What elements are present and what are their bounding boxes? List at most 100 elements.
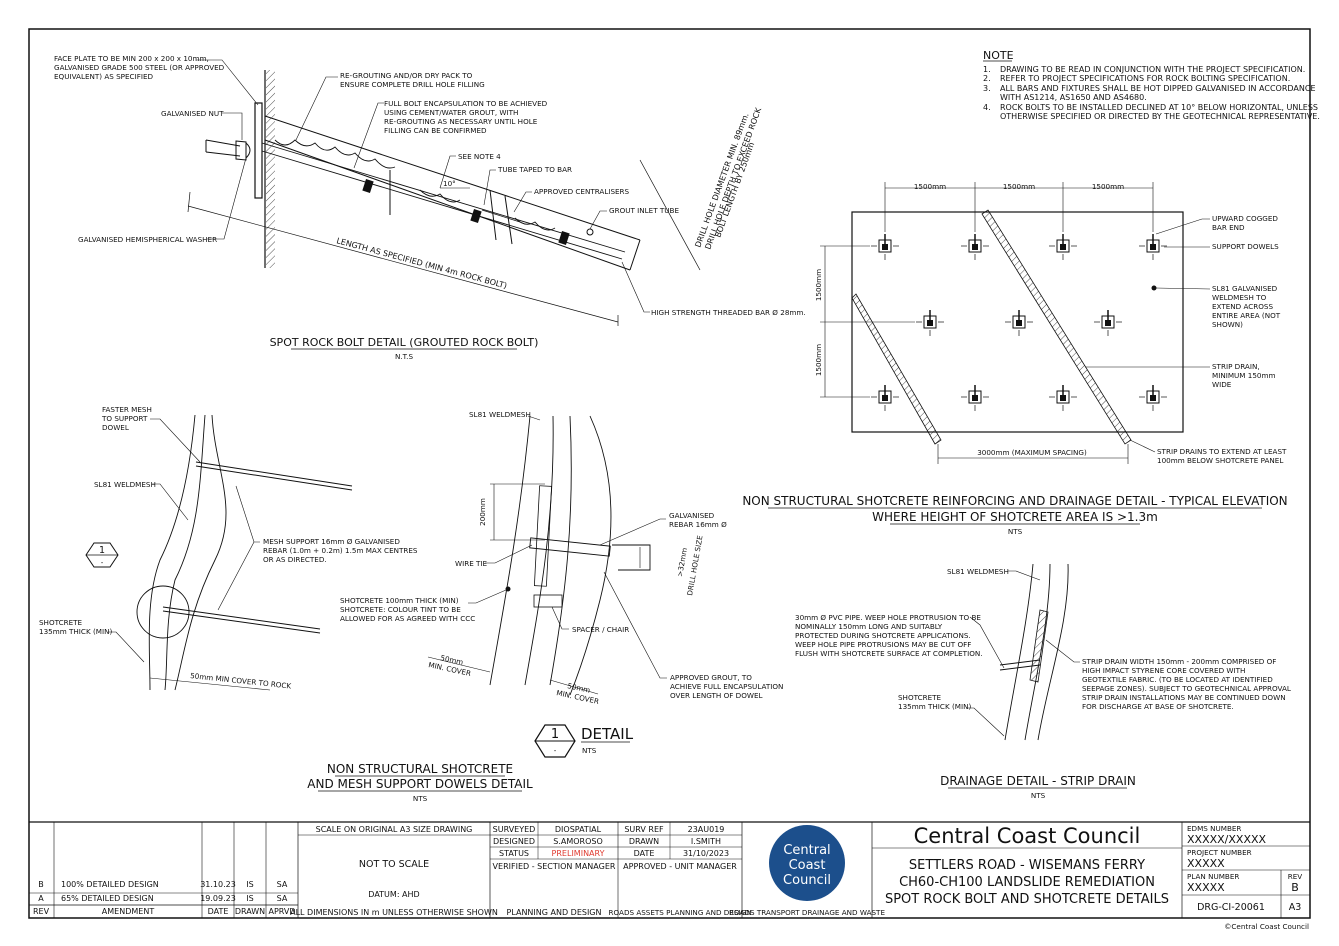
rev-a-apprvd: SA xyxy=(277,894,288,903)
cogged-line-1: UPWARD COGGED xyxy=(1212,214,1278,223)
detail-one-word: DETAIL xyxy=(581,725,634,743)
strip-drain-title: DRAINAGE DETAIL - STRIP DRAIN xyxy=(940,774,1136,788)
elevation-detail: 1500mm 1500mm 1500mm 1500mm 1500mm 3000m… xyxy=(742,182,1288,536)
rebar-line-2: REBAR 16mm Ø xyxy=(669,520,727,529)
pipe-line-3: PROTECTED DURING SHOTCRETE APPLICATIONS. xyxy=(795,631,971,640)
elevation-title-2: WHERE HEIGHT OF SHOTCRETE AREA IS >1.3m xyxy=(872,510,1158,524)
regrouting-line-2: ENSURE COMPLETE DRILL HOLE FILLING xyxy=(340,80,485,89)
note-3-line-2: WITH AS1214, AS1650 AND AS4680. xyxy=(1000,93,1147,102)
drain-shotcrete-line-1: SHOTCRETE xyxy=(898,693,942,702)
notes-block: NOTE 1. DRAWING TO BE READ IN CONJUNCTIO… xyxy=(983,49,1320,121)
dim-h-1: 1500mm xyxy=(914,182,946,191)
dowels-title-1: NON STRUCTURAL SHOTCRETE xyxy=(327,762,513,776)
rev-value: B xyxy=(1291,881,1299,894)
dowels-shotcrete-line-1: SHOTCRETE xyxy=(39,618,83,627)
extend-line-1: STRIP DRAINS TO EXTEND AT LEAST xyxy=(1157,447,1287,456)
see-note-label: SEE NOTE 4 xyxy=(458,152,501,161)
note-4-num: 4. xyxy=(983,103,991,112)
hdr-apprvd: APRVD xyxy=(268,907,295,916)
rev-b: B xyxy=(38,880,44,889)
dim-h-3: 1500mm xyxy=(1092,182,1124,191)
washer-label: GALVANISED HEMISPHERICAL WASHER xyxy=(78,235,217,244)
rock-bolt-title: SPOT ROCK BOLT DETAIL (GROUTED ROCK BOLT… xyxy=(270,336,539,349)
strip-drain-line-2: MINIMUM 150mm xyxy=(1212,371,1276,380)
designed-value: S.AMOROSO xyxy=(553,837,603,846)
project-number-value: XXXXX xyxy=(1187,857,1225,870)
extend-line-2: 100mm BELOW SHOTCRETE PANEL xyxy=(1157,456,1283,465)
dowels-weldmesh-label: SL81 WELDMESH xyxy=(94,480,156,489)
weldmesh-line-1: SL81 GALVANISED xyxy=(1212,284,1278,293)
encapsulation-line-1: FULL BOLT ENCAPSULATION TO BE ACHIEVED xyxy=(384,99,548,108)
angle-label: 10° xyxy=(443,179,456,188)
sheet-border xyxy=(28,28,1311,919)
cogged-line-2: BAR END xyxy=(1212,223,1245,232)
rev-b-drawn: IS xyxy=(246,880,253,889)
encapsulation-line-3: RE-GROUTING AS NECESSARY UNTIL HOLE xyxy=(384,117,538,126)
scale-header: SCALE ON ORIGINAL A3 SIZE DRAWING xyxy=(316,825,473,834)
drawn-label: DRAWN xyxy=(629,837,659,846)
note-1: DRAWING TO BE READ IN CONJUNCTION WITH T… xyxy=(1000,65,1305,74)
strip-drain-detail: SL81 WELDMESH 30mm Ø PVC PIPE. WEEP HOLE… xyxy=(795,563,1291,800)
drain-line-2: HIGH IMPACT STYRENE CORE COVERED WITH xyxy=(1082,666,1245,675)
strip-drain-line-1: STRIP DRAIN, xyxy=(1212,362,1260,371)
face-plate-line-1: FACE PLATE TO BE MIN 200 x 200 x 10mm, xyxy=(54,54,209,63)
faster-mesh-line-3: DOWEL xyxy=(102,423,129,432)
project-line-3: SPOT ROCK BOLT AND SHOTCRETE DETAILS xyxy=(885,892,1169,907)
dowels-label: SUPPORT DOWELS xyxy=(1212,242,1279,251)
pipe-line-1: 30mm Ø PVC PIPE. WEEP HOLE PROTRUSION TO… xyxy=(795,613,981,622)
dim-v-2: 1500mm xyxy=(814,344,823,376)
tube-label: TUBE TAPED TO BAR xyxy=(497,165,572,174)
galvanised-nut xyxy=(235,140,247,161)
hole-size-line-2: DRILL HOLE SIZE xyxy=(685,534,705,596)
approved-label: APPROVED - UNIT MANAGER xyxy=(623,862,737,871)
detail-weldmesh-label: SL81 WELDMESH xyxy=(469,410,531,419)
rebar-line-1: GALVANISED xyxy=(669,511,715,520)
weldmesh-line-2: WELDMESH TO xyxy=(1212,293,1267,302)
surveyed-label: SURVEYED xyxy=(493,825,536,834)
centralisers-label: APPROVED CENTRALISERS xyxy=(534,187,630,196)
faster-mesh-line-1: FASTER MESH xyxy=(102,405,152,414)
pipe-line-2: NOMINALLY 150mm LONG AND SUITABLY xyxy=(795,622,943,631)
dim-h-2: 1500mm xyxy=(1003,182,1035,191)
rev-a-amendment: 65% DETAILED DESIGN xyxy=(61,894,154,903)
plan-number-value: XXXXX xyxy=(1187,881,1225,894)
status-label: STATUS xyxy=(499,849,529,858)
encapsulation-line-2: USING CEMENT/WATER GROUT, WITH xyxy=(384,108,518,117)
rock-bolt-detail: LENGTH AS SPECIFIED (MIN 4m ROCK BOLT) D… xyxy=(54,54,806,361)
detail-shotcrete-line-3: ALLOWED FOR AS AGREED WITH CCC xyxy=(340,614,475,623)
rev-b-amendment: 100% DETAILED DESIGN xyxy=(61,880,159,889)
drawn-value: I.SMITH xyxy=(691,837,721,846)
rev-b-date: 31.10.23 xyxy=(200,880,236,889)
weldmesh-line-5: SHOWN) xyxy=(1212,320,1243,329)
plan-number-label: PLAN NUMBER xyxy=(1187,872,1239,881)
dowels-title-2: AND MESH SUPPORT DOWELS DETAIL xyxy=(307,777,533,791)
drain-shotcrete-line-2: 135mm THICK (MIN) xyxy=(898,702,971,711)
designed-label: DESIGNED xyxy=(493,837,535,846)
mesh-support-line-3: OR AS DIRECTED. xyxy=(263,555,327,564)
dimensions-note: ALL DIMENSIONS IN m UNLESS OTHERWISE SHO… xyxy=(290,908,498,917)
pipe-line-4: WEEP HOLE PIPE PROTRUSIONS MAY BE CUT OF… xyxy=(795,640,971,649)
sheet-size: A3 xyxy=(1289,902,1302,913)
face-plate xyxy=(254,102,263,199)
verified-label: VERIFIED - SECTION MANAGER xyxy=(493,862,616,871)
dowels-scale: NTS xyxy=(413,794,428,803)
strip-drain-right xyxy=(981,209,1132,445)
roads-assets-label: ROADS ASSETS PLANNING AND DESIGN xyxy=(609,908,752,917)
rev-a-date: 19.09.23 xyxy=(200,894,236,903)
cover-label: 50mm MIN COVER TO ROCK xyxy=(190,671,292,691)
detail-circle xyxy=(136,585,190,639)
note-4-line-1: ROCK BOLTS TO BE INSTALLED DECLINED AT 1… xyxy=(1000,103,1318,112)
note-3-num: 3. xyxy=(983,84,991,93)
logo-line-1: Central xyxy=(783,843,830,858)
weldmesh-line-4: ENTIRE AREA (NOT xyxy=(1212,311,1281,320)
detail-one-sub: - xyxy=(554,746,557,755)
dim-v-1: 1500mm xyxy=(814,269,823,301)
hdr-date: DATE xyxy=(208,907,229,916)
grout-inlet-label: GROUT INLET TUBE xyxy=(609,206,679,215)
rev-b-apprvd: SA xyxy=(277,880,288,889)
council-name: Central Coast Council xyxy=(914,824,1141,848)
face-plate-line-2: GALVANISED GRADE 500 STEEL (OR APPROVED xyxy=(54,63,225,72)
drain-line-1: STRIP DRAIN WIDTH 150mm - 200mm COMPRISE… xyxy=(1082,657,1276,666)
surv-ref-value: 23AU019 xyxy=(688,825,725,834)
detail-shotcrete-line-1: SHOTCRETE 100mm THICK (MIN) xyxy=(340,596,459,605)
